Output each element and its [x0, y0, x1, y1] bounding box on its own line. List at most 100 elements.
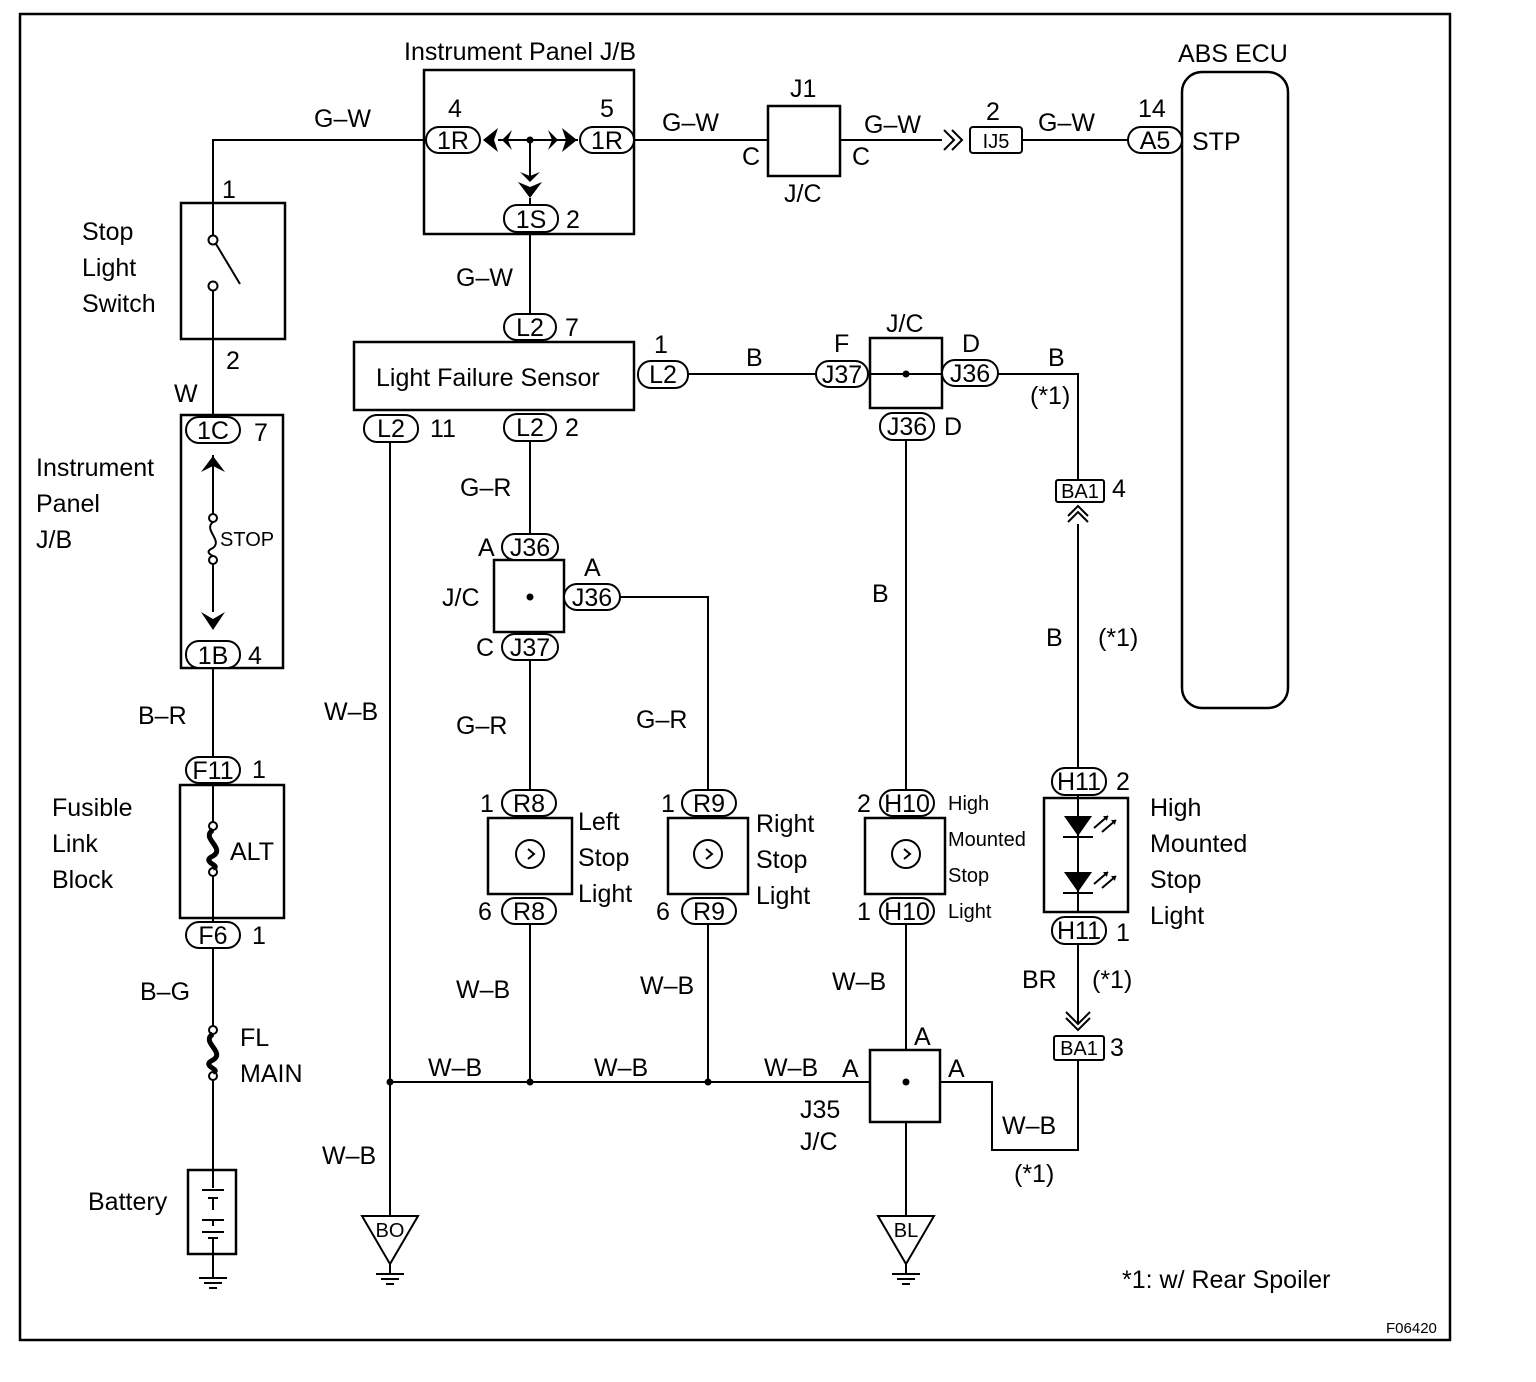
wire-gr-2: G–R	[456, 712, 507, 740]
pin-a-j36-right: A	[584, 554, 601, 582]
pin-a-j35-right: A	[948, 1055, 965, 1083]
pin-d-j36-bottom: D	[944, 413, 962, 441]
pin-1-h11: 1	[1116, 919, 1130, 947]
pin-7-1c: 7	[254, 419, 268, 447]
ground-bo-label: BO	[376, 1220, 405, 1242]
pin-a-j35-top: A	[914, 1023, 931, 1051]
pin-2-l2: 2	[565, 414, 579, 442]
hm-small-box	[863, 816, 947, 896]
conn-j37-f: J37	[822, 361, 862, 389]
label-hm-small-4: Light	[948, 901, 992, 923]
j35-box	[868, 1048, 942, 1124]
wire-gw-2: G–W	[662, 109, 719, 137]
battery-box	[186, 1168, 238, 1256]
conn-h10-1: H10	[884, 898, 930, 926]
pin-1-h10: 1	[857, 898, 871, 926]
label-right-stop-2: Stop	[756, 846, 807, 874]
left-stop-bulb-icon	[515, 839, 545, 869]
pin-5-1r: 5	[600, 95, 614, 123]
label-hm-large-1: High	[1150, 794, 1201, 822]
conn-ba1-4: BA1	[1061, 481, 1099, 503]
pin-2-1s: 2	[566, 206, 580, 234]
pin-c-j37: C	[476, 634, 494, 662]
wire-b-g: B–G	[140, 978, 190, 1006]
label-hm-large-3: Stop	[1150, 866, 1201, 894]
pin-c-j1-left: C	[742, 143, 760, 171]
conn-1r-left: 1R	[437, 127, 469, 155]
conn-ba1-3: BA1	[1060, 1038, 1098, 1060]
conn-ij5: IJ5	[983, 131, 1010, 153]
label-switch-1: Stop	[82, 218, 133, 246]
fl-main-fuse-icon	[206, 1025, 220, 1081]
label-left-stop-1: Left	[578, 808, 620, 836]
connector-chevrons	[943, 129, 1091, 1032]
wire-wb-8: W–B	[1002, 1112, 1056, 1140]
pin-6-r8: 6	[478, 898, 492, 926]
figure-id: F06420	[1386, 1320, 1437, 1337]
led-symbol	[1063, 796, 1117, 912]
wires	[212, 139, 1128, 1268]
note-star1-d: (*1)	[1014, 1160, 1054, 1188]
left-stop-box	[486, 816, 574, 896]
pin-a-j36-top: A	[478, 534, 495, 562]
wire-wb-9: W–B	[322, 1142, 376, 1170]
footnote: *1: w/ Rear Spoiler	[1122, 1266, 1330, 1294]
conn-l2-11: L2	[377, 415, 405, 443]
pin-2-h11: 2	[1116, 768, 1130, 796]
label-ip-jb-left-3: J/B	[36, 526, 72, 554]
label-jc-j35: J/C	[800, 1128, 838, 1156]
note-star1-c: (*1)	[1092, 966, 1132, 994]
ground-bl-icon	[876, 1215, 936, 1285]
wire-wb-6: W–B	[594, 1054, 648, 1082]
pin-f-j37: F	[834, 330, 849, 358]
wire-b-r: B–R	[138, 702, 187, 730]
wire-gw-5: G–W	[456, 264, 513, 292]
label-abs-ecu: ABS ECU	[1178, 40, 1288, 68]
wire-wb-4: W–B	[832, 968, 886, 996]
pin-11-l2: 11	[430, 415, 456, 443]
wire-wb-7: W–B	[764, 1054, 818, 1082]
wire-wb-5: W–B	[428, 1054, 482, 1082]
right-stop-bulb-icon	[693, 839, 723, 869]
label-hm-small-2: Mounted	[948, 829, 1026, 851]
pin-1-l2: 1	[654, 331, 668, 359]
label-stop-fuse: STOP	[220, 529, 274, 551]
label-switch-2: Light	[82, 254, 136, 282]
ground-bl-label: BL	[894, 1220, 918, 1242]
conn-r8-1: R8	[513, 790, 545, 818]
label-stp: STP	[1192, 128, 1241, 156]
conn-r9-6: R9	[693, 898, 725, 926]
fusible-box	[178, 783, 286, 920]
label-left-stop-2: Stop	[578, 844, 629, 872]
pin-1-f6: 1	[252, 922, 266, 950]
conn-j36-d-bottom: J36	[887, 413, 927, 441]
wire-wb-3: W–B	[640, 972, 694, 1000]
hm-small-bulb-icon	[891, 839, 921, 869]
conn-f6: F6	[198, 922, 227, 950]
label-jc-top: J/C	[886, 310, 924, 338]
wire-wb-2: W–B	[456, 976, 510, 1004]
conn-l2-1: L2	[649, 361, 677, 389]
label-ip-jb-left-1: Instrument	[36, 454, 154, 482]
label-ip-jb-left-2: Panel	[36, 490, 100, 518]
conn-r9-1: R9	[693, 790, 725, 818]
label-left-stop-3: Light	[578, 880, 632, 908]
label-main: MAIN	[240, 1060, 303, 1088]
label-jc-mid: J/C	[442, 584, 480, 612]
label-ip-jb-top: Instrument Panel J/B	[404, 38, 636, 66]
label-j1: J1	[790, 75, 816, 103]
wire-b-lfs: B	[746, 344, 763, 372]
conn-j36-d-right: J36	[950, 360, 990, 388]
pin-1-r8: 1	[480, 790, 494, 818]
conn-1r-right: 1R	[591, 127, 623, 155]
pin-2-h10: 2	[857, 790, 871, 818]
ip-jb-top-box	[422, 68, 636, 236]
label-hm-large-2: Mounted	[1150, 830, 1247, 858]
lfs-box	[352, 340, 636, 412]
label-battery: Battery	[88, 1188, 168, 1216]
conn-j37-c: J37	[510, 634, 550, 662]
pin-2-switch: 2	[226, 347, 240, 375]
ground-bo-icon	[360, 1215, 420, 1285]
label-right-stop-3: Light	[756, 882, 810, 910]
label-switch-3: Switch	[82, 290, 156, 318]
